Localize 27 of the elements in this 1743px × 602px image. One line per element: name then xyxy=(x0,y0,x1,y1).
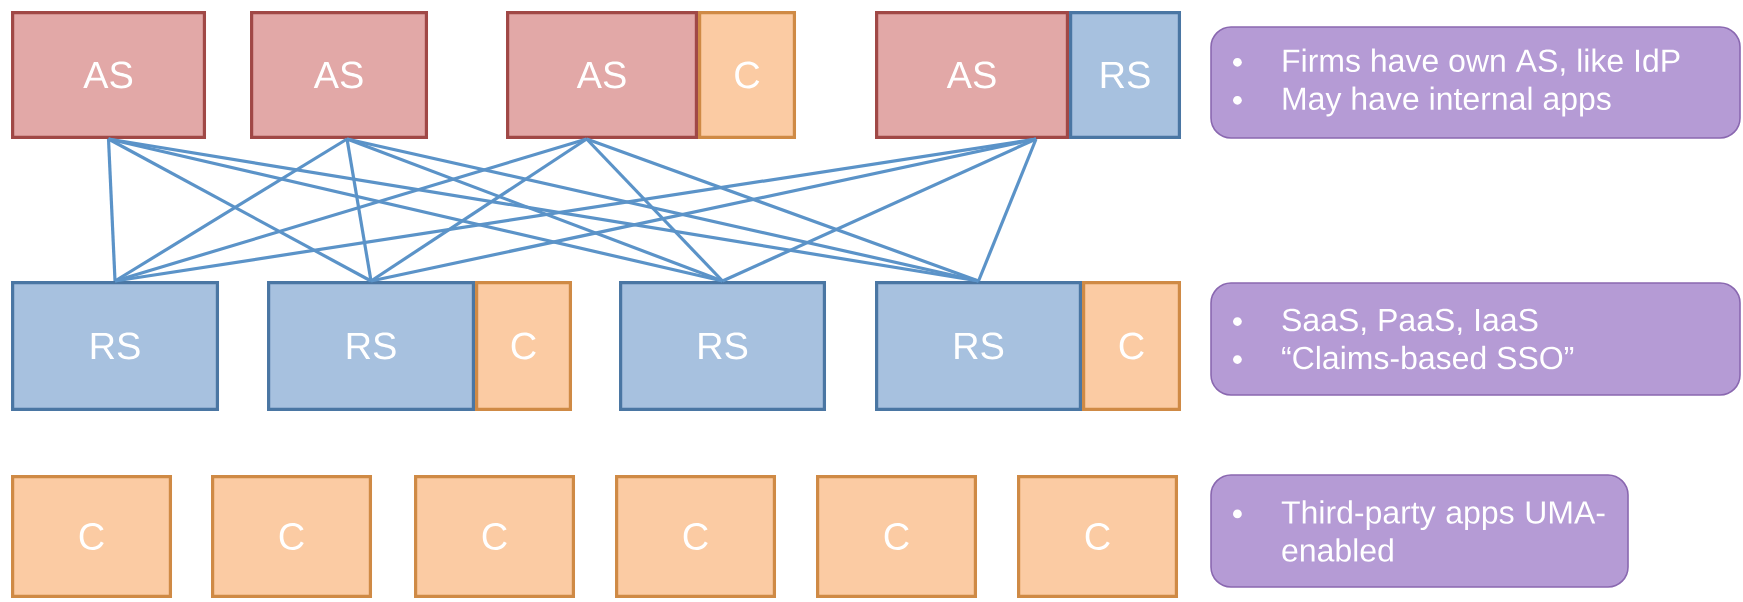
callout-box: Third-party apps UMA-enabled xyxy=(1210,474,1629,588)
client-box: C xyxy=(211,475,373,598)
connector-line xyxy=(345,138,373,282)
client-box: C xyxy=(1082,281,1181,411)
client-box: C xyxy=(615,475,776,598)
client-box: C xyxy=(11,475,172,598)
authorization-server-box: AS xyxy=(250,11,429,139)
client-box: C xyxy=(816,475,977,598)
callout-box: Firms have own AS, like IdP May have internal apps xyxy=(1210,26,1741,139)
authorization-server-box: AS xyxy=(11,11,206,139)
authorization-server-box: AS xyxy=(506,11,698,139)
connector-line xyxy=(370,137,588,283)
client-box: C xyxy=(1017,475,1178,598)
callout-box: SaaS, PaaS, IaaS “Claims-based SSO” xyxy=(1210,282,1741,396)
resource-server-box: RS xyxy=(1069,11,1181,139)
resource-server-box: RS xyxy=(875,281,1082,411)
client-box: C xyxy=(698,11,796,139)
connector-line xyxy=(721,137,1037,283)
connector-line xyxy=(977,138,1038,282)
resource-server-box: RS xyxy=(619,281,826,411)
resource-server-box: RS xyxy=(267,281,476,411)
resource-server-box: RS xyxy=(11,281,219,411)
client-box: C xyxy=(475,281,572,411)
connector-line xyxy=(106,138,117,282)
authorization-server-box: AS xyxy=(875,11,1069,139)
connector-line xyxy=(346,137,724,283)
client-box: C xyxy=(414,475,575,598)
